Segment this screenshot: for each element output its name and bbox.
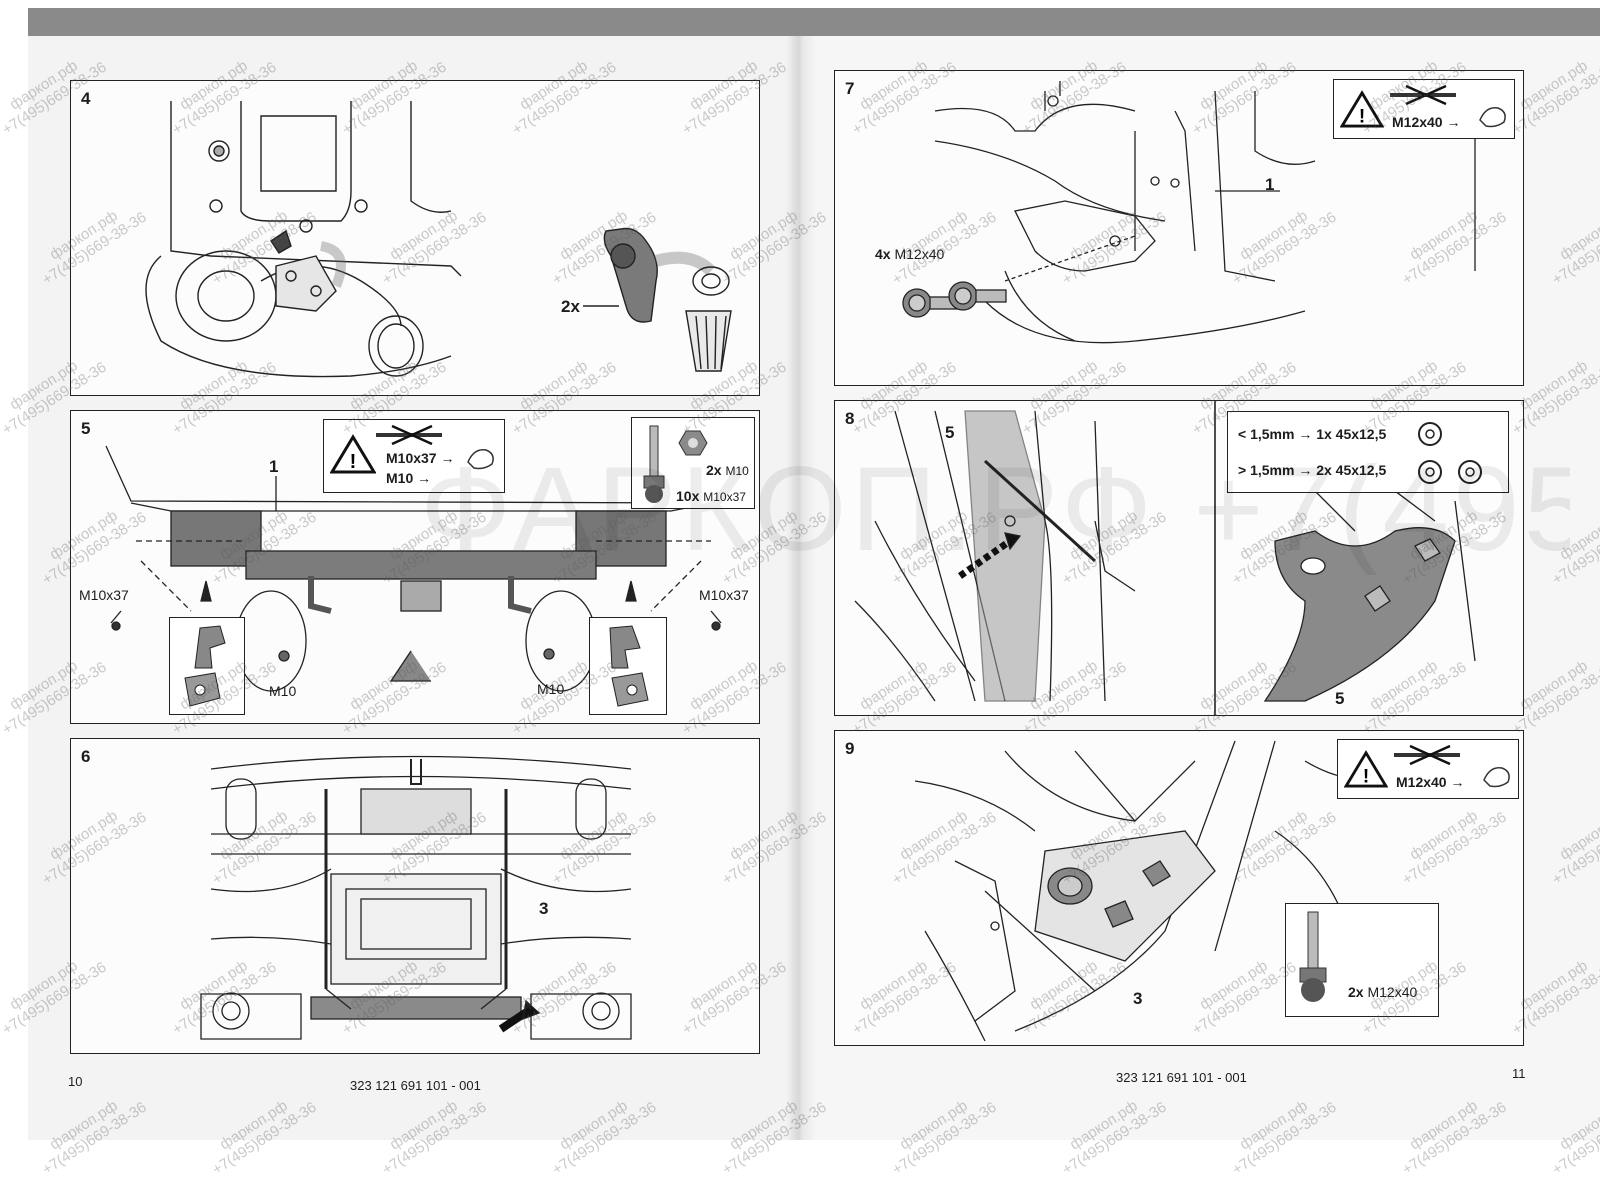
- part-label: 1: [269, 457, 279, 476]
- hand-thread-icon: [467, 449, 494, 470]
- left-bracket-inset: [169, 617, 245, 715]
- warning-triangle-icon: !: [330, 434, 376, 474]
- no-wrench-icon: [1394, 744, 1460, 766]
- step-5-illustration: [105, 445, 732, 692]
- bolt-quantity: 4x M12x40: [875, 246, 944, 262]
- bolt-quantity: 10x M10x37: [676, 488, 746, 504]
- step-4-illustration: [145, 101, 732, 378]
- right-bracket-inset: [589, 617, 667, 715]
- bolt-size: M12x40: [1367, 984, 1418, 1000]
- no-wrench-icon: [1390, 84, 1456, 106]
- part-label-bottom: 5: [1335, 689, 1345, 708]
- fastener-inset: 2x M10 10x M10x37: [631, 417, 755, 509]
- part-label: 3: [539, 899, 549, 918]
- svg-text:!: !: [1359, 106, 1365, 127]
- step-6-illustration: [200, 755, 632, 1040]
- step-6-panel: 6 3: [70, 738, 760, 1054]
- left-bolt-label: M10x37: [79, 587, 129, 603]
- step-8-illustration: [854, 401, 1476, 715]
- bolt-icon: [643, 425, 665, 503]
- step-9-panel: 9 3 ! M12x40 → 2x M12x40: [834, 730, 1524, 1046]
- washer-icon: [1458, 460, 1482, 484]
- warning-line-2: M10 →: [386, 470, 432, 486]
- nut-quantity: 2x M10: [706, 462, 749, 478]
- part-label-top: 5: [945, 423, 955, 442]
- part-label: 3: [1133, 989, 1143, 1008]
- svg-text:!: !: [350, 451, 357, 473]
- bolt-size: M10x37: [703, 490, 746, 504]
- washer-icon: [1418, 422, 1442, 446]
- book-spine: [786, 36, 816, 1140]
- quantity-label: 2x: [561, 297, 580, 316]
- bolt-qty: 10x: [676, 488, 700, 504]
- step-5-warning-box: ! M10x37 → M10 →: [323, 419, 505, 493]
- step-number: 5: [81, 419, 91, 438]
- shim-inset: < 1,5mm → 1x 45x12,5 > 1,5mm → 2x 45x12,…: [1227, 411, 1509, 493]
- left-clip-illustration: [184, 625, 226, 707]
- bolt-qty: 2x: [1348, 984, 1364, 1000]
- step-7-panel: 7 1 4x M12x40 ! M12x40 →: [834, 70, 1524, 386]
- right-nut-label: M10: [537, 681, 565, 697]
- step-5-panel: 5 1 ! M10x37 → M10 → 2x M10: [70, 410, 760, 724]
- bolt-qty: 4x: [875, 246, 891, 262]
- warning-text: M12x40 →: [1392, 114, 1461, 130]
- right-page-number: 11: [1512, 1066, 1526, 1081]
- left-page-number: 10: [68, 1074, 83, 1089]
- step-number: 9: [845, 739, 855, 758]
- warning-triangle-icon: !: [1340, 90, 1384, 128]
- bolt-inset: 2x M12x40: [1285, 903, 1439, 1017]
- part-label: 1: [1265, 175, 1275, 194]
- top-edge-shadow: [28, 8, 1600, 36]
- right-bolt-label: M10x37: [699, 587, 749, 603]
- step-number: 6: [81, 747, 91, 766]
- bolt-quantity: 2x M12x40: [1348, 984, 1417, 1000]
- nut-size: M10: [725, 464, 749, 478]
- step-9-warning-box: ! M12x40 →: [1337, 739, 1519, 799]
- right-doc-number: 323 121 691 101 - 001: [1116, 1070, 1247, 1085]
- warning-line-1: M10x37 →: [386, 450, 455, 466]
- step-4-panel: 4 2x: [70, 80, 760, 396]
- step-number: 4: [81, 89, 91, 108]
- left-nut-label: M10: [269, 683, 297, 699]
- nut-icon: [678, 430, 708, 456]
- step-9-illustration: [914, 740, 1396, 1042]
- hand-thread-icon: [1483, 767, 1510, 788]
- nut-qty: 2x: [706, 462, 722, 478]
- right-clip-illustration: [609, 625, 649, 707]
- bolt-size: M12x40: [894, 246, 945, 262]
- warning-text: M12x40 →: [1396, 774, 1465, 790]
- step-7-illustration: [902, 81, 1476, 344]
- hand-thread-icon: [1479, 107, 1506, 128]
- washer-icon: [1418, 460, 1442, 484]
- shim-row-1: < 1,5mm → 1x 45x12,5: [1238, 426, 1387, 442]
- svg-text:!: !: [1363, 766, 1369, 787]
- step-number: 7: [845, 79, 855, 98]
- shim-row-2: > 1,5mm → 2x 45x12,5: [1238, 462, 1387, 478]
- step-8-panel: 8 5 5 < 1,5mm → 1x 45x12,5 > 1,5mm → 2x …: [834, 400, 1524, 716]
- left-doc-number: 323 121 691 101 - 001: [350, 1078, 481, 1093]
- warning-triangle-icon: !: [1344, 750, 1388, 788]
- no-wrench-icon: [376, 424, 442, 446]
- step-7-warning-box: ! M12x40 →: [1333, 79, 1515, 139]
- step-number: 8: [845, 409, 855, 428]
- bolt-icon: [1299, 911, 1327, 1002]
